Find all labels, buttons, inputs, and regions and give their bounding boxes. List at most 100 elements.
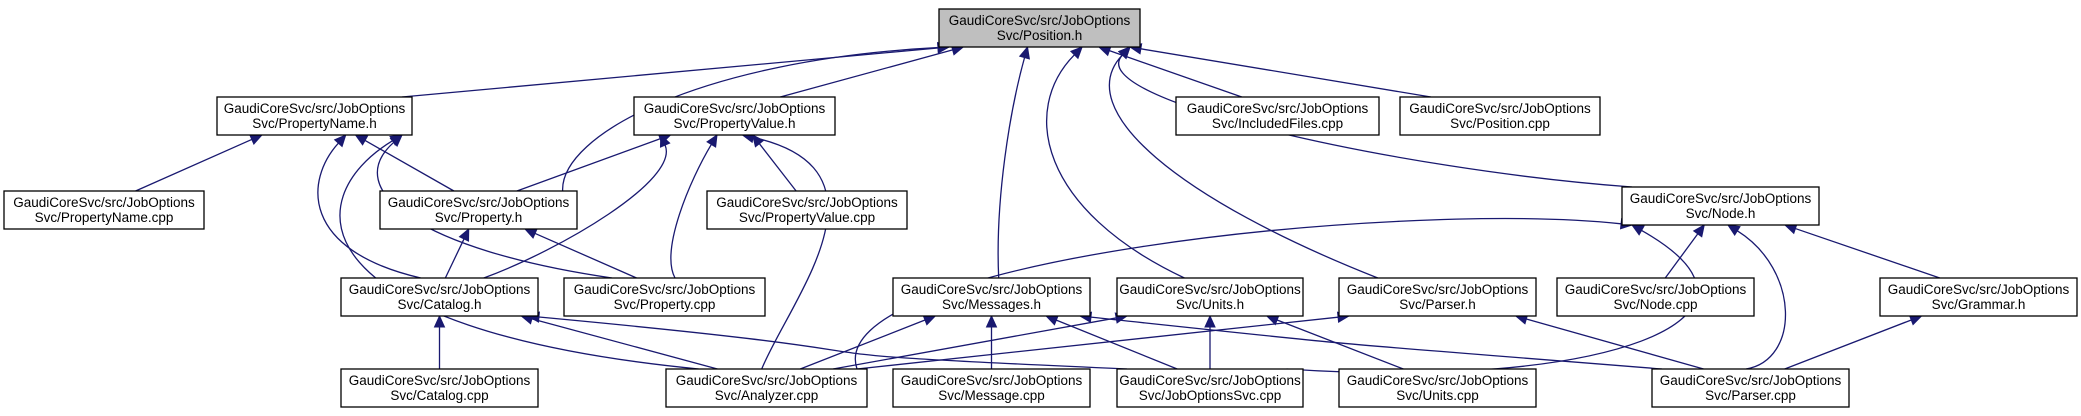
node-label-line: GaudiCoreSvc/src/JobOptions (1409, 101, 1591, 116)
arrow-head-icon (389, 134, 404, 146)
node-box (892, 368, 1091, 408)
edge-property_h-to-propertyname_h (354, 134, 455, 192)
node-label-line: GaudiCoreSvc/src/JobOptions (224, 101, 406, 116)
node-label-line: Svc/Position.h (997, 28, 1083, 43)
node-label-line: Svc/Node.h (1686, 206, 1756, 221)
arrow-head-icon (458, 227, 470, 242)
node-node-cpp[interactable]: GaudiCoreSvc/src/JobOptionsSvc/Node.cpp (1556, 277, 1755, 317)
node-box (1399, 96, 1601, 136)
node-node-h[interactable]: GaudiCoreSvc/src/JobOptionsSvc/Node.h (1621, 186, 1820, 226)
edge-line (670, 144, 712, 279)
node-parser-h[interactable]: GaudiCoreSvc/src/JobOptionsSvc/Parser.h (1338, 277, 1537, 317)
edge-parser_cpp-to-messages_h (1078, 311, 1663, 370)
node-box (1338, 277, 1537, 317)
node-box (1556, 277, 1755, 317)
arrow-head-icon (1117, 46, 1131, 60)
node-label-line: Svc/Parser.h (1399, 297, 1476, 312)
arrow-head-icon (1908, 314, 1923, 326)
node-position-h[interactable]: GaudiCoreSvc/src/JobOptionsSvc/Position.… (938, 8, 1141, 48)
node-units-cpp[interactable]: GaudiCoreSvc/src/JobOptionsSvc/Units.cpp (1338, 368, 1537, 408)
arrow-head-icon (1045, 314, 1059, 326)
node-position-cpp[interactable]: GaudiCoreSvc/src/JobOptionsSvc/Position.… (1399, 96, 1601, 136)
arrow-head-icon (922, 314, 937, 326)
edge-position_cpp-to-position_h (1128, 43, 1432, 98)
node-propertyvalue-cpp[interactable]: GaudiCoreSvc/src/JobOptionsSvc/PropertyV… (706, 190, 908, 230)
edge-analyzer_cpp-to-propertyvalue_h (741, 131, 829, 370)
arrow-head-icon (751, 134, 765, 148)
node-box (665, 368, 868, 408)
node-box (563, 277, 766, 317)
arrow-head-icon (523, 228, 538, 239)
edge-joboptionssvc_cpp-to-catalog_h (526, 311, 1128, 370)
node-label-line: Svc/JobOptionsSvc.cpp (1139, 388, 1282, 403)
arrow-head-icon (1726, 224, 1741, 236)
node-label-line: Svc/PropertyValue.h (673, 116, 795, 131)
node-label-line: Svc/Grammar.h (1932, 297, 2026, 312)
node-label-line: GaudiCoreSvc/src/JobOptions (1347, 282, 1529, 297)
node-box (1338, 368, 1537, 408)
node-propertyvalue-h[interactable]: GaudiCoreSvc/src/JobOptionsSvc/PropertyV… (633, 96, 836, 136)
edge-message_cpp-to-messages_h (985, 314, 998, 369)
node-label-line: GaudiCoreSvc/src/JobOptions (13, 195, 195, 210)
node-box (1175, 96, 1380, 136)
node-grammar-h[interactable]: GaudiCoreSvc/src/JobOptionsSvc/Grammar.h (1879, 277, 2078, 317)
node-label-line: Svc/Catalog.h (397, 297, 481, 312)
edge-analyzer_cpp-to-propertyname_h (339, 134, 699, 370)
node-label-line: Svc/PropertyValue.cpp (739, 210, 875, 225)
node-propertyname-cpp[interactable]: GaudiCoreSvc/src/JobOptionsSvc/PropertyN… (3, 190, 205, 230)
edge-parser_cpp-to-node_h (1726, 224, 1787, 370)
node-label-line: GaudiCoreSvc/src/JobOptions (676, 373, 858, 388)
node-label-line: GaudiCoreSvc/src/JobOptions (388, 195, 570, 210)
edge-parser_h-to-position_h (1108, 46, 1379, 279)
node-message-cpp[interactable]: GaudiCoreSvc/src/JobOptionsSvc/Message.c… (892, 368, 1091, 408)
arrow-head-icon (659, 133, 671, 148)
edge-units_cpp-to-units_h (1265, 314, 1404, 370)
node-analyzer-cpp[interactable]: GaudiCoreSvc/src/JobOptionsSvc/Analyzer.… (665, 368, 868, 408)
node-joboptionssvc-cpp[interactable]: GaudiCoreSvc/src/JobOptionsSvc/JobOption… (1116, 368, 1304, 408)
edge-property_cpp-to-propertyvalue_h (670, 133, 718, 279)
node-label-line: Svc/Catalog.cpp (390, 388, 488, 403)
edge-line (758, 143, 797, 192)
node-units-h[interactable]: GaudiCoreSvc/src/JobOptionsSvc/Units.h (1116, 277, 1304, 317)
edge-line (780, 49, 953, 98)
node-label-line: GaudiCoreSvc/src/JobOptions (1119, 373, 1301, 388)
node-box (1621, 186, 1820, 226)
node-label-line: GaudiCoreSvc/src/JobOptions (1888, 282, 2070, 297)
edge-grammar_h-to-node_h (1783, 223, 1941, 279)
edge-catalog_h-to-propertyvalue_h (483, 133, 671, 279)
node-label-line: Svc/Node.cpp (1613, 297, 1697, 312)
edge-line (1056, 319, 1178, 370)
node-label-line: Svc/Messages.h (942, 297, 1041, 312)
node-messages-h[interactable]: GaudiCoreSvc/src/JobOptionsSvc/Messages.… (892, 277, 1091, 317)
edge-propertyname_h-to-position_h (401, 42, 951, 98)
node-box (706, 190, 908, 230)
arrow-head-icon (1630, 224, 1645, 236)
edge-line (854, 218, 1622, 370)
node-label-line: Svc/PropertyName.h (252, 116, 377, 131)
edge-line (135, 138, 253, 192)
node-propertyname-h[interactable]: GaudiCoreSvc/src/JobOptionsSvc/PropertyN… (216, 96, 413, 136)
node-label-line: Svc/Parser.cpp (1705, 388, 1796, 403)
node-box (340, 368, 539, 408)
edge-line (753, 136, 829, 370)
edge-line (516, 138, 661, 192)
edge-line (317, 142, 421, 279)
node-label-line: GaudiCoreSvc/src/JobOptions (1630, 191, 1812, 206)
arrow-head-icon (433, 314, 446, 328)
node-catalog-cpp[interactable]: GaudiCoreSvc/src/JobOptionsSvc/Catalog.c… (340, 368, 539, 408)
node-box (216, 96, 413, 136)
arrow-head-icon (1069, 46, 1083, 60)
node-label-line: Svc/Analyzer.cpp (715, 388, 819, 403)
node-includedfiles-cpp[interactable]: GaudiCoreSvc/src/JobOptionsSvc/IncludedF… (1175, 96, 1380, 136)
node-property-h[interactable]: GaudiCoreSvc/src/JobOptionsSvc/Property.… (379, 190, 578, 230)
node-catalog-h[interactable]: GaudiCoreSvc/src/JobOptionsSvc/Catalog.h (340, 277, 539, 317)
node-parser-cpp[interactable]: GaudiCoreSvc/src/JobOptionsSvc/Parser.cp… (1651, 368, 1850, 408)
edge-property_cpp-to-property_h (523, 228, 637, 279)
edge-joboptionssvc_cpp-to-units_h (1204, 314, 1216, 369)
node-label-line: GaudiCoreSvc/src/JobOptions (901, 373, 1083, 388)
edge-analyzer_cpp-to-catalog_h (520, 313, 718, 370)
edge-line (1736, 230, 1787, 370)
node-property-cpp[interactable]: GaudiCoreSvc/src/JobOptionsSvc/Property.… (563, 277, 766, 317)
node-label-line: Svc/IncludedFiles.cpp (1212, 116, 1343, 131)
edge-line (856, 316, 1339, 370)
